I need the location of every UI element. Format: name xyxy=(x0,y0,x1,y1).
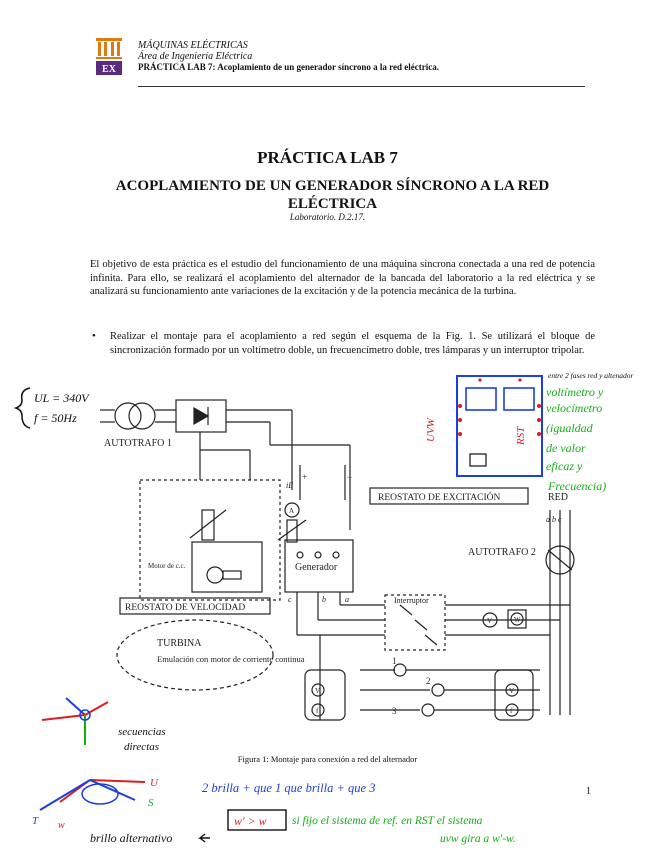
handwritten-brace xyxy=(13,387,31,429)
svg-text:U: U xyxy=(150,777,159,789)
hw-sync-panel-sketch xyxy=(456,375,543,477)
motor-box xyxy=(191,541,263,593)
label-sync-f-left: f xyxy=(316,707,319,715)
header-divider xyxy=(138,86,585,87)
diode-icon xyxy=(193,406,210,426)
label-lamp-1: 1 xyxy=(392,656,397,666)
sync-meter-left xyxy=(304,669,346,721)
hw-wprime-box xyxy=(227,809,287,831)
ammeter-icon xyxy=(284,502,300,518)
hw-volt: voltímetro y xyxy=(546,385,604,399)
label-red-phases: a b c xyxy=(546,515,562,524)
sync-voltmeter-left xyxy=(311,683,325,697)
generator-box xyxy=(284,539,354,593)
label-autotrafo2: AUTOTRAFO 2 xyxy=(468,547,536,558)
uex-logo-graphic: EX xyxy=(96,38,122,75)
label-wattmeter: W xyxy=(514,616,521,624)
label-ie: iE xyxy=(286,481,293,490)
label-ammeter: A xyxy=(289,507,294,515)
bullet-item: Realizar el montaje para el acoplamiento… xyxy=(110,331,595,356)
hw-rst: RST xyxy=(515,426,527,446)
label-lamp-2: 2 xyxy=(426,676,431,686)
hw-veloc: velocímetro xyxy=(546,401,602,415)
label-gen-c: c xyxy=(288,595,292,604)
label-reostato-velocidad: REOSTATO DE VELOCIDAD xyxy=(125,603,245,613)
sync-meter-right xyxy=(494,669,534,721)
reostato-velocidad-box xyxy=(119,597,271,615)
lab-location: Laboratorio. D.2.17. xyxy=(289,212,366,222)
label-lamp-3: 3 xyxy=(392,706,397,716)
header-practice: PRÁCTICA LAB 7: Acoplamiento de un gener… xyxy=(138,62,439,72)
label-gen-a: a xyxy=(345,595,349,604)
hw-phasor-w1 xyxy=(41,714,86,721)
hw-igualdad: (igualdad xyxy=(546,421,594,435)
hw-between: entre 2 fases red y altenador xyxy=(548,371,634,380)
document-header: MÁQUINAS ELÉCTRICAS Área de Ingeniería E… xyxy=(138,40,439,73)
lamp-3-icon xyxy=(421,703,435,717)
label-minus: − xyxy=(347,472,352,482)
hw-uvw: UVW xyxy=(425,417,437,442)
label-sync-v-left: V xyxy=(315,687,320,695)
turbine-ellipse xyxy=(116,619,274,691)
svg-text:EX: EX xyxy=(102,64,117,75)
label-generador: Generador xyxy=(295,562,338,573)
hw-fijo: si fijo el sistema de ref. en RST el sis… xyxy=(292,815,483,827)
sync-freqmeter-right xyxy=(505,703,519,717)
sync-freqmeter-left xyxy=(311,703,325,717)
hw-eficaz: eficaz y xyxy=(546,459,583,473)
motor-armature xyxy=(206,566,224,584)
motor-rheostat xyxy=(201,509,215,541)
interruptor-box xyxy=(384,594,446,651)
uex-logo: EX xyxy=(92,36,126,76)
label-plus: + xyxy=(302,472,307,482)
page-subtitle: ACOPLAMIENTO DE UN GENERADOR SÍNCRONO A … xyxy=(115,178,550,212)
label-line-voltmeter: V xyxy=(487,617,492,625)
bottom-annotations: T w U S brillo alternativo 2 brilla + qu… xyxy=(32,777,516,845)
hw-secuencias: secuencias xyxy=(118,726,166,738)
page-number: 1 xyxy=(586,786,591,797)
hw-brilla: 2 brilla + que 1 que brilla + que 3 xyxy=(202,781,375,795)
hw-wprime: w' > w xyxy=(234,814,267,828)
label-sync-f-right: f xyxy=(510,707,513,715)
svg-text:S: S xyxy=(148,797,154,809)
svg-text:w: w xyxy=(58,820,65,831)
hw-frecuencia: Frecuencia) xyxy=(547,479,606,493)
label-gen-b: b xyxy=(322,595,326,604)
hw-ul: UL = 340V xyxy=(34,391,90,405)
autotrafo2-icon xyxy=(545,545,575,575)
autotrafo1-coil-left xyxy=(114,402,142,430)
hw-phasor-u xyxy=(65,697,86,716)
label-red: RED xyxy=(548,492,568,503)
sync-voltmeter-right xyxy=(505,683,519,697)
label-turbina: TURBINA xyxy=(157,638,202,649)
rectifier-box xyxy=(175,399,227,433)
bullet-marker: • xyxy=(92,330,96,342)
svg-text:T: T xyxy=(32,815,39,827)
hw-de-valor: de valor xyxy=(546,441,586,455)
line-voltmeter-icon xyxy=(482,612,498,628)
hw-f: f = 50Hz xyxy=(34,411,77,425)
hw-directas: directas xyxy=(124,741,159,750)
label-interruptor: Interruptor xyxy=(394,596,429,605)
label-autotrafo1: AUTOTRAFO 1 xyxy=(104,438,172,449)
autotrafo1-coil-right xyxy=(128,402,156,430)
hw-phasor-r xyxy=(84,701,109,716)
header-course: MÁQUINAS ELÉCTRICAS xyxy=(138,40,248,51)
circuit-diagram: AUTOTRAFO 1 REOSTATO DE EXCITACIÓN Motor… xyxy=(13,371,634,750)
wattmeter-icon xyxy=(507,609,527,629)
lamp-2-icon xyxy=(431,683,445,697)
turbine-dashed-box xyxy=(139,479,281,601)
label-reostato-excitacion: REOSTATO DE EXCITACIÓN xyxy=(378,491,500,503)
hw-brillo: brillo alternativo xyxy=(90,831,172,845)
header-area: Área de Ingeniería Eléctrica xyxy=(138,51,253,62)
hw-gira: uvw gira a w'-w. xyxy=(440,833,516,845)
intro-paragraph: El objetivo de esta práctica es el estud… xyxy=(90,259,595,298)
reostato-excitacion-box xyxy=(369,487,529,505)
figure-caption: Figura 1: Montaje para conexión a red de… xyxy=(237,754,418,764)
label-emulacion: Emulación con motor de corriente continu… xyxy=(157,654,305,664)
page-title: PRÁCTICA LAB 7 xyxy=(257,148,398,167)
label-sync-v-right: V xyxy=(509,687,514,695)
label-motor-cc: Motor de c.c. xyxy=(148,562,186,570)
